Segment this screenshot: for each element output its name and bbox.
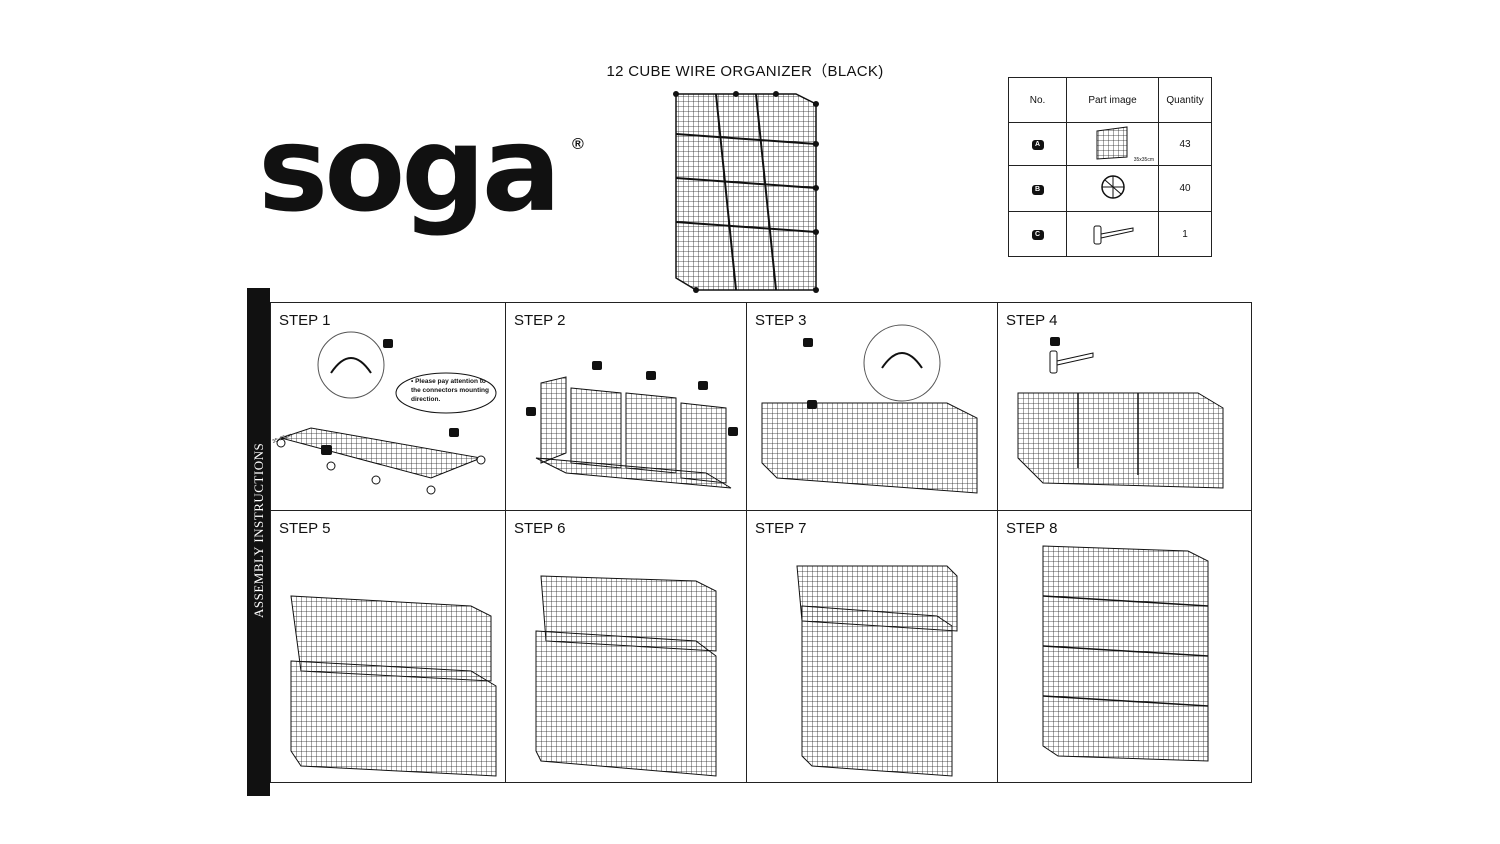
panel-size: 35x35cm [1133, 157, 1154, 163]
step-label: STEP 1 [279, 312, 331, 329]
step-5-illustration [290, 595, 497, 777]
step-5: STEP 5 [271, 511, 506, 782]
soga-logo: soga [258, 100, 561, 238]
part-badge-c: C [1031, 230, 1044, 240]
step-4-illustration [1017, 337, 1224, 489]
step-6-illustration [535, 575, 717, 777]
assembly-instructions-label: ASSEMBLY INSTRUCTIONS [251, 442, 266, 618]
quantity-c: 1 [1158, 211, 1212, 257]
step-1-note: • Please pay attention to the connectors… [411, 378, 489, 404]
step-6: STEP 6 [506, 511, 747, 782]
step-label: STEP 8 [1006, 520, 1058, 537]
step-1: STEP 1 35x35cm • Please pay attention to… [271, 303, 506, 511]
connector-icon [1100, 175, 1125, 199]
step-2: STEP 2 [506, 303, 747, 511]
step-2-illustration [526, 361, 738, 489]
product-illustration [673, 91, 819, 293]
step-8-illustration [1042, 545, 1209, 762]
quantity-a: 43 [1158, 122, 1212, 166]
header-part-image: Part image [1066, 77, 1159, 123]
step-1-illustration: 35x35cm [272, 331, 497, 495]
step-label: STEP 2 [514, 312, 566, 329]
step-7: STEP 7 [747, 511, 998, 782]
assembly-sidebar [247, 288, 270, 796]
registered-mark: ® [572, 136, 584, 153]
step-8: STEP 8 [998, 511, 1251, 782]
quantity-b: 40 [1158, 165, 1212, 212]
part-badge-a: A [1031, 140, 1044, 150]
step-label: STEP 6 [514, 520, 566, 537]
step-4: STEP 4 [998, 303, 1251, 511]
wire-panel-icon [1096, 125, 1127, 160]
product-title: 12 CUBE WIRE ORGANIZER（BLACK) [606, 63, 884, 80]
steps-grid: STEP 1 35x35cm • Please pay attention to… [270, 302, 1252, 783]
step-3: STEP 3 [747, 303, 998, 511]
mallet-icon [1093, 225, 1133, 244]
step-label: STEP 3 [755, 312, 807, 329]
step-7-illustration [796, 565, 958, 777]
header-quantity: Quantity [1158, 77, 1212, 123]
step-label: STEP 4 [1006, 312, 1058, 329]
step-label: STEP 5 [279, 520, 331, 537]
step-3-illustration [761, 324, 978, 494]
header-no: No. [1008, 77, 1067, 123]
part-badge-b: B [1031, 184, 1044, 195]
parts-table: No. Part image Quantity A 35x35cm 43 B 4… [1008, 77, 1212, 257]
step-label: STEP 7 [755, 520, 807, 537]
